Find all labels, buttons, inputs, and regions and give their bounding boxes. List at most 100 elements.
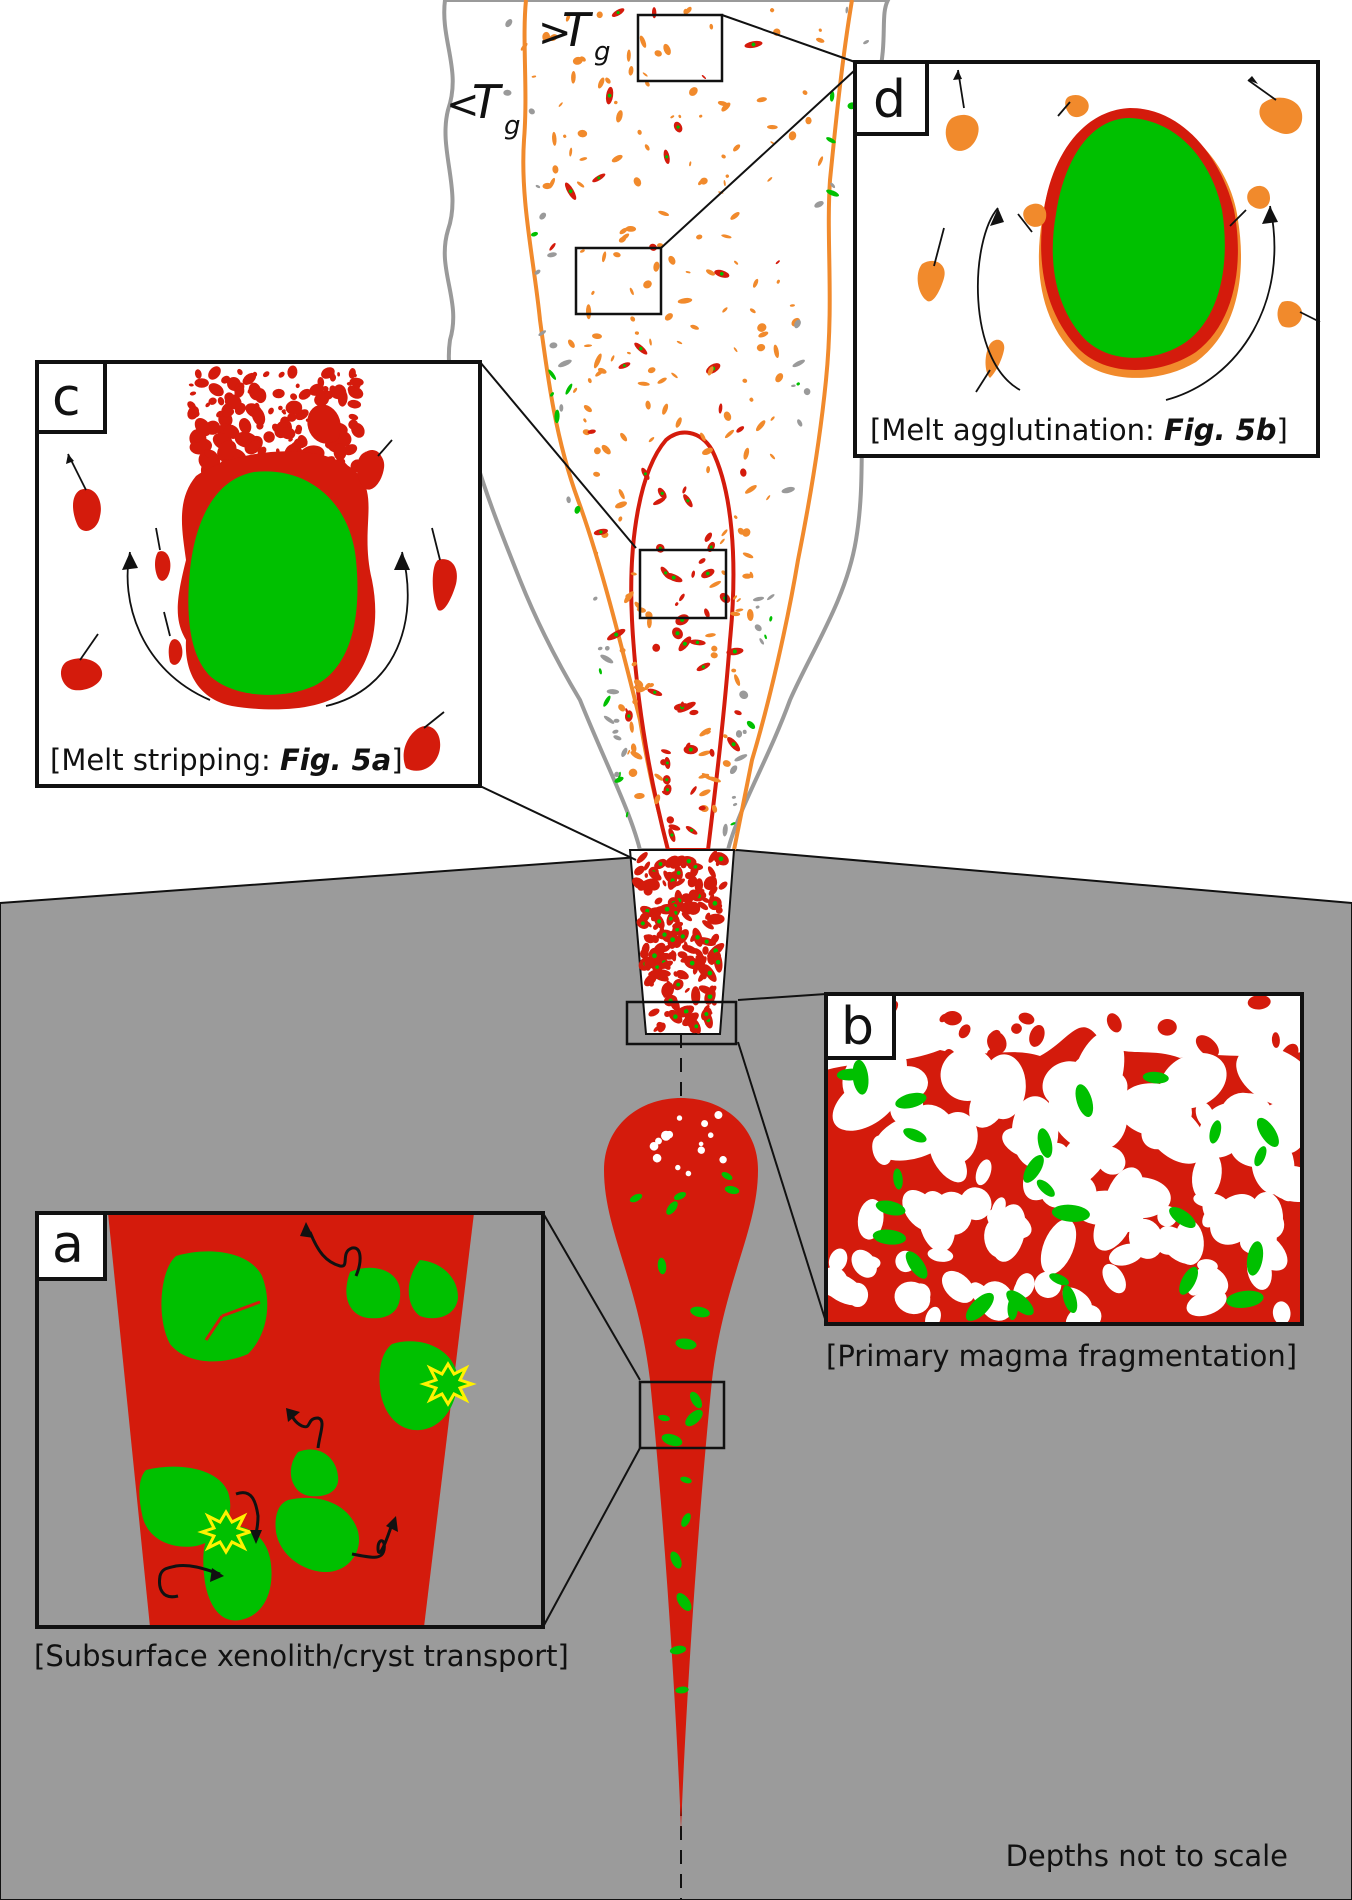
melt-droplet	[333, 443, 347, 461]
pyroclast	[666, 816, 675, 824]
pyroclast	[756, 97, 767, 103]
pyroclast	[792, 359, 805, 368]
pyroclast	[684, 987, 690, 993]
pyroclast	[626, 351, 631, 355]
pyroclast	[679, 593, 685, 602]
vesicle	[941, 1270, 975, 1303]
pyroclast	[705, 912, 711, 920]
crystal	[629, 1193, 643, 1203]
pyroclast	[603, 695, 611, 707]
pyroclast	[735, 608, 744, 612]
pyroclast	[576, 181, 585, 188]
crystal	[1062, 1285, 1078, 1313]
pyroclast	[685, 271, 691, 274]
pyroclast	[601, 444, 611, 455]
panel-a-caption: [Subsurface xenolith/cryst transport]	[34, 1639, 569, 1673]
melt-droplet	[287, 412, 297, 422]
pyroclast	[558, 359, 572, 368]
melt-droplet	[187, 406, 200, 420]
melt-droplet	[272, 388, 285, 399]
vesicle	[847, 1282, 869, 1308]
panel-b-caption: [Primary magma fragmentation]	[826, 1339, 1297, 1373]
pyroclast	[641, 942, 650, 955]
crystal-core	[607, 93, 612, 98]
pyroclast	[630, 572, 637, 576]
crystal	[1037, 1128, 1053, 1158]
crystal-core	[676, 982, 681, 987]
pyroclast	[710, 652, 718, 659]
melt-droplet	[347, 385, 355, 393]
crystal-core	[662, 932, 667, 937]
plume-particles	[503, 6, 870, 842]
melt-droplet	[281, 409, 286, 414]
crystal-core	[655, 965, 660, 969]
pyroclast	[691, 570, 696, 578]
panel-d-letter: d	[873, 70, 906, 130]
fracture-lines-a	[204, 1300, 261, 1341]
pyroclast	[739, 690, 749, 700]
crystal-core	[665, 788, 670, 792]
crystal-core	[676, 871, 681, 875]
crystal	[675, 1338, 697, 1350]
pyroclast	[653, 261, 660, 272]
crystal	[690, 1306, 710, 1318]
pyroclast	[749, 571, 754, 579]
pyroclast	[631, 661, 637, 667]
pyroclast	[700, 432, 706, 442]
melt-droplet	[280, 427, 296, 440]
melt-droplet	[287, 365, 298, 379]
melt-droplet	[1011, 1023, 1022, 1034]
pyroclast	[719, 538, 725, 545]
melt-droplet	[217, 396, 225, 406]
pyroclast	[758, 331, 769, 338]
pyroclast	[643, 280, 652, 289]
crystal	[1006, 1290, 1034, 1316]
pyroclast	[652, 643, 661, 652]
pyroclast	[733, 515, 738, 519]
melt-droplet	[1106, 1013, 1122, 1033]
motion-arrows-d	[933, 69, 1321, 401]
vesicle	[1109, 1243, 1144, 1266]
pyroclast	[654, 773, 664, 781]
crystal	[1049, 1273, 1069, 1286]
pyroclast	[734, 710, 742, 716]
pyroclast	[663, 43, 671, 56]
crystal-core	[707, 994, 713, 999]
pyroclast	[569, 147, 573, 157]
crystal-core	[675, 927, 680, 932]
pyroclast	[677, 297, 693, 304]
pyroclast	[542, 182, 552, 190]
crystal	[681, 1513, 691, 1527]
crystal-core	[709, 545, 713, 549]
pyroclast	[646, 616, 652, 629]
crystal-core	[689, 960, 695, 966]
label-above-tg: > T g	[538, 3, 611, 67]
pyroclast	[678, 114, 682, 119]
pyroclast	[775, 260, 780, 265]
pyroclast	[558, 102, 563, 107]
label-below-tg: < T g	[446, 75, 521, 141]
pyroclast	[682, 486, 687, 494]
pyroclast	[662, 880, 667, 887]
crystal	[836, 1068, 864, 1081]
pyroclast	[736, 598, 741, 603]
crystal	[661, 1433, 683, 1447]
crystal	[1209, 1120, 1222, 1144]
pyroclast	[639, 35, 647, 48]
pyroclast	[583, 405, 592, 413]
melt-droplet	[189, 391, 197, 396]
crystal-core	[665, 761, 669, 765]
pyroclast	[573, 387, 578, 393]
crystal-core	[664, 906, 670, 912]
crystal-core	[683, 1009, 689, 1014]
pyroclast	[709, 580, 722, 588]
pyroclast	[742, 528, 751, 537]
pyroclast	[722, 734, 728, 739]
melt-droplet	[208, 366, 221, 380]
melt-droplet	[342, 394, 347, 401]
melt-droplet	[987, 1031, 1007, 1054]
pyroclast	[559, 404, 564, 412]
pyroclast	[668, 824, 681, 831]
crystal-core	[695, 934, 700, 940]
crystal	[1226, 1290, 1264, 1308]
